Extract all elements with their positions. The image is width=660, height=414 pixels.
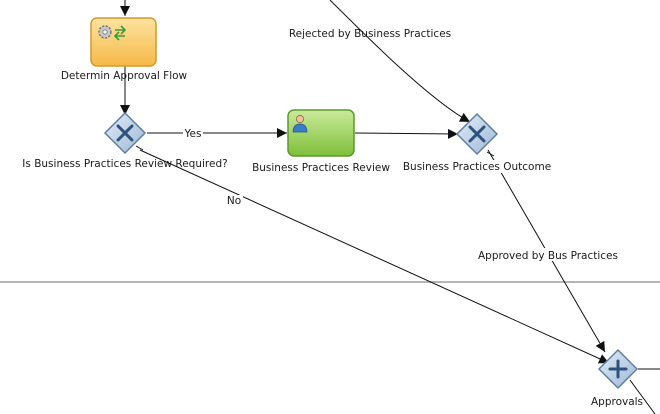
parallel-plus-icon (608, 359, 628, 379)
approvals-gateway[interactable] (597, 348, 639, 390)
edge-no[interactable] (139, 149, 610, 364)
edge-label-approved: Approved by Bus Practices (478, 250, 618, 262)
review-required-gateway-label: Is Business Practices Review Required? (22, 158, 227, 170)
exclusive-x-icon (468, 125, 486, 143)
gear-arrows-icon (98, 25, 127, 41)
review-required-gateway[interactable] (103, 111, 147, 155)
no-label-bg (225, 195, 243, 207)
business-practices-outcome-gateway[interactable] (455, 112, 499, 156)
edge-approvals-down[interactable] (629, 379, 656, 414)
business-practices-review-label: Business Practices Review (252, 162, 390, 174)
determine-approval-flow-task[interactable] (90, 17, 157, 67)
default-flow-mark-2 (486, 151, 495, 157)
outcome-label-bg (410, 160, 544, 173)
default-flow-mark (135, 145, 144, 151)
business-practices-review-task[interactable] (287, 109, 355, 157)
determine-task-label: Determin Approval Flow (61, 70, 188, 82)
business-practices-outcome-label: Business Practices Outcome (403, 161, 551, 173)
yes-label-bg (183, 127, 203, 139)
edge-review-to-outcome[interactable] (354, 128, 459, 139)
approved-label-bg (482, 248, 614, 261)
exclusive-x-icon (116, 124, 134, 142)
edge-label-yes: Yes (184, 128, 202, 140)
edge-label-no: No (227, 195, 241, 207)
approvals-label: Approvals (591, 396, 643, 408)
edge-rejected[interactable] (329, 0, 471, 123)
user-icon (292, 115, 308, 133)
edge-label-rejected: Rejected by Business Practices (289, 28, 451, 40)
